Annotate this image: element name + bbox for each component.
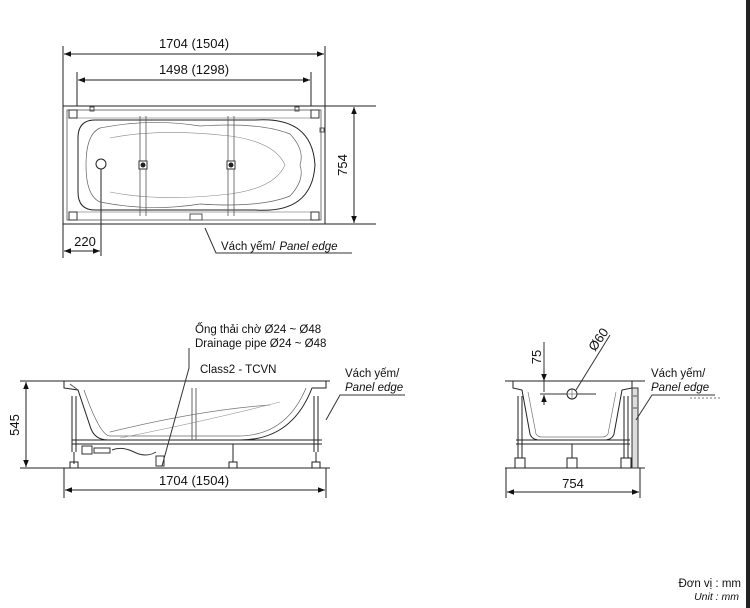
- side-legs: [69, 444, 321, 469]
- top-panel-edge-en: Panel edge: [279, 241, 337, 253]
- top-drain-offset: 220: [74, 234, 96, 249]
- drain-leader: [161, 348, 190, 467]
- units-label-en: Unit : mm: [694, 591, 739, 603]
- top-width: 754: [335, 154, 350, 176]
- side-panel-edge-vn: Vách yếm/: [345, 368, 400, 380]
- units-label-vn: Đơn vị : mm: [679, 578, 742, 590]
- end-panel-edge-en: Panel edge: [651, 382, 709, 394]
- tub-basin: [77, 119, 316, 211]
- end-overflow-height: 75: [529, 350, 544, 364]
- side-height: 545: [7, 414, 22, 436]
- top-overall-length: 1704 (1504): [159, 36, 229, 51]
- end-panel-edge-vn: Vách yếm/: [651, 368, 706, 380]
- top-inner-length: 1498 (1298): [159, 62, 229, 77]
- panel-edge-leader: [204, 227, 352, 254]
- drain-icon: [95, 158, 107, 170]
- top-view: [62, 46, 376, 258]
- side-view: [20, 348, 405, 498]
- drain-pipe-label-vn: Ống thải chờ Ø24 ~ Ø48: [195, 322, 321, 336]
- class-label: Class2 - TCVN: [200, 364, 276, 376]
- top-panel-edge-vn: Vách yếm/: [221, 241, 276, 253]
- side-panel-edge-leader: [325, 394, 405, 421]
- side-overall-length: 1704 (1504): [159, 473, 229, 488]
- end-width: 754: [562, 476, 584, 491]
- end-view: [505, 334, 720, 498]
- tub-rim: [62, 105, 326, 225]
- top-panel-edge: Vách yếm/Panel edge: [221, 241, 338, 253]
- end-panel-edge-leader: [635, 394, 715, 421]
- page-border: [746, 0, 750, 608]
- end-legs: [514, 444, 632, 469]
- side-tub-shell: [63, 380, 327, 441]
- drain-pipe-label-en: Drainage pipe Ø24 ~ Ø48: [195, 338, 326, 350]
- side-panel-edge-en: Panel edge: [345, 382, 403, 394]
- drain-fittings-icon: [81, 445, 165, 467]
- end-panel: [631, 387, 639, 469]
